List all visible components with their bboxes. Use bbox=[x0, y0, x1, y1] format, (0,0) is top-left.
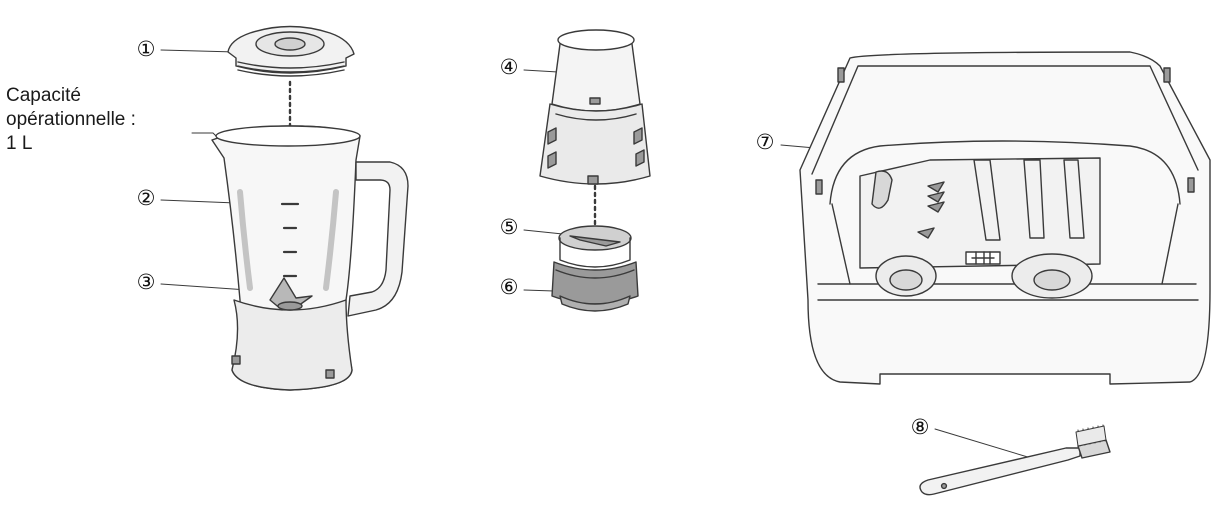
part-marker-5: ⑤ bbox=[499, 216, 519, 239]
storage-case bbox=[799, 51, 1211, 385]
part-marker-6: ⑥ bbox=[499, 276, 519, 299]
mill-cup bbox=[539, 29, 651, 185]
part-marker-2: ② bbox=[136, 187, 156, 210]
blender-jar bbox=[211, 125, 409, 391]
leader-line-8 bbox=[934, 428, 1032, 459]
mill-blade-base bbox=[551, 225, 639, 312]
leader-line-1 bbox=[160, 49, 237, 53]
part-marker-4: ④ bbox=[499, 56, 519, 79]
cleaning-brush bbox=[919, 424, 1111, 496]
capacity-label-line-2: opérationnelle : bbox=[6, 109, 136, 130]
part-marker-3: ③ bbox=[136, 271, 156, 294]
part-marker-7: ⑦ bbox=[755, 131, 775, 154]
blender-lid bbox=[227, 25, 355, 77]
part-marker-8: ⑧ bbox=[910, 416, 930, 439]
capacity-label-line-1: Capacité bbox=[6, 85, 81, 106]
capacity-label-line-3: 1 L bbox=[6, 133, 33, 154]
part-marker-1: ① bbox=[136, 38, 156, 61]
